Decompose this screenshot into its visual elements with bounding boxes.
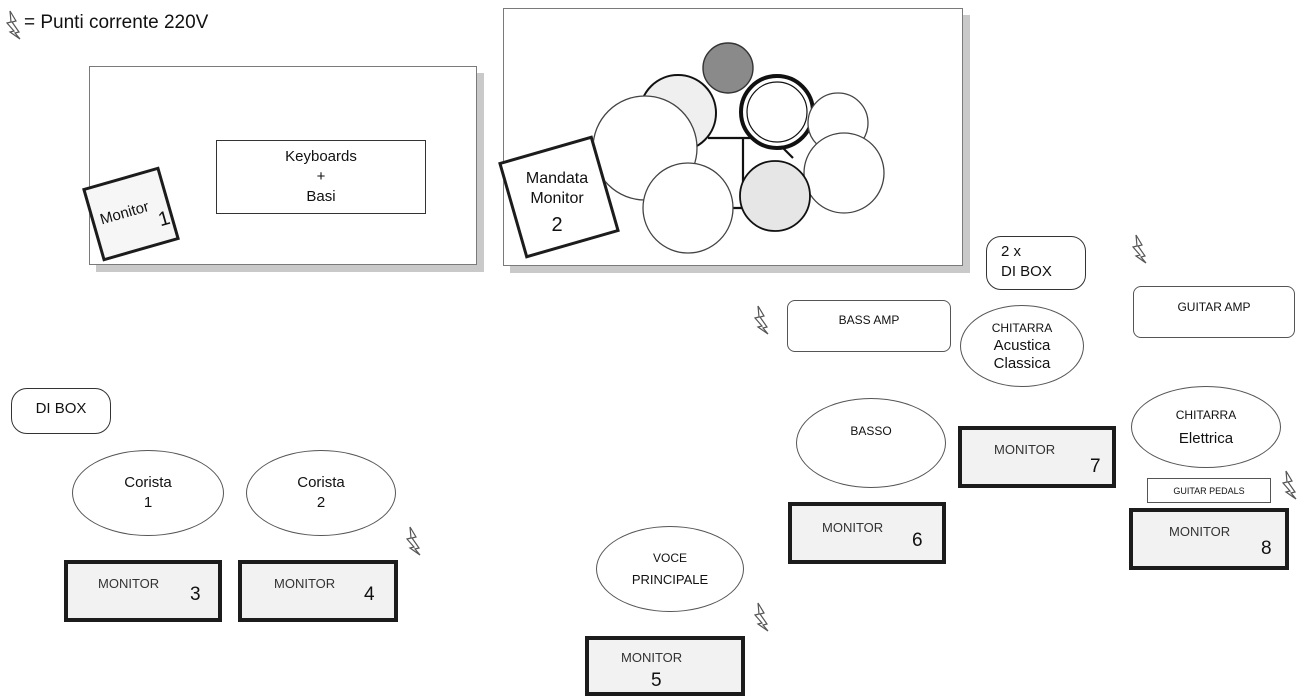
monitor-4-label: MONITOR — [274, 576, 336, 591]
monitor-5-number: 5 — [651, 670, 662, 691]
lightning-bolt-icon — [1281, 470, 1297, 500]
bass-amp-label: BASS AMP — [838, 313, 900, 327]
keyboards-line2: + — [316, 168, 326, 185]
monitor-3-label: MONITOR — [98, 576, 160, 591]
monitor-7-label: MONITOR — [994, 442, 1056, 457]
chitarra-acustica-position: CHITARRA Acustica Classica — [960, 305, 1084, 387]
guitar-amp-label: GUITAR AMP — [1177, 300, 1251, 314]
di-box: DI BOX — [11, 388, 111, 434]
corista-1-line1: Corista — [124, 474, 172, 491]
basso-position: BASSO — [796, 398, 946, 488]
guitar-pedals: GUITAR PEDALS — [1147, 478, 1271, 503]
keyboards-line1: Keyboards — [285, 148, 357, 165]
mandata-line2: Monitor — [530, 190, 584, 207]
chitarra-elettrica-position: CHITARRA Elettrica — [1131, 386, 1281, 468]
guitar-pedals-label: GUITAR PEDALS — [1173, 485, 1245, 496]
keyboards-line3: Basi — [306, 188, 336, 205]
corista-1-position: Corista 1 — [72, 450, 224, 536]
voce-principale-position: VOCE PRINCIPALE — [596, 526, 744, 612]
monitor-8: MONITOR 8 — [1129, 508, 1289, 570]
monitor-6-number: 6 — [912, 530, 923, 551]
corista-2-line2: 2 — [316, 494, 326, 511]
mandata-monitor-text: Mandata Monitor 2 — [512, 162, 602, 242]
voce-line2: PRINCIPALE — [631, 572, 709, 587]
monitor-3: MONITOR 3 — [64, 560, 222, 622]
chitarra-elettrica-line2: Elettrica — [1178, 430, 1234, 447]
lightning-bolt-icon — [753, 305, 769, 335]
legend: = Punti corrente 220V — [0, 8, 320, 40]
monitor-1-label: Monitor — [98, 198, 151, 229]
keyboards-box: Keyboards + Basi — [216, 140, 426, 214]
lightning-bolt-icon — [1131, 234, 1147, 264]
guitar-amp: GUITAR AMP — [1133, 286, 1295, 338]
monitor-6-label: MONITOR — [822, 520, 884, 535]
monitor-7: MONITOR 7 — [958, 426, 1116, 488]
di-box-2x-line2: DI BOX — [1001, 263, 1052, 280]
monitor-7-number: 7 — [1090, 456, 1101, 477]
monitor-8-label: MONITOR — [1169, 524, 1231, 539]
mandata-line1: Mandata — [525, 170, 589, 187]
monitor-6: MONITOR 6 — [788, 502, 946, 564]
basso-label: BASSO — [850, 424, 892, 438]
monitor-3-number: 3 — [190, 584, 201, 605]
lightning-bolt-icon — [753, 602, 769, 632]
chitarra-elettrica-line1: CHITARRA — [1175, 408, 1237, 422]
voce-line1: VOCE — [652, 551, 687, 565]
corista-2-line1: Corista — [297, 474, 345, 491]
corista-2-position: Corista 2 — [246, 450, 396, 536]
chitarra-acustica-line1: CHITARRA — [991, 321, 1053, 335]
lightning-bolt-icon — [5, 10, 21, 40]
corista-1-line2: 1 — [143, 494, 153, 511]
chitarra-acustica-line2: Acustica — [993, 337, 1051, 354]
monitor-8-number: 8 — [1261, 538, 1272, 559]
mandata-number: 2 — [551, 214, 563, 236]
bass-amp: BASS AMP — [787, 300, 951, 352]
drum-kit — [592, 42, 885, 254]
monitor-1-number: 1 — [155, 206, 173, 232]
monitor-5-label: MONITOR — [621, 650, 683, 665]
di-box-2x: 2 x DI BOX — [986, 236, 1086, 290]
di-box-label: DI BOX — [35, 399, 87, 417]
di-box-2x-line1: 2 x — [1001, 243, 1022, 260]
legend-text: = Punti corrente 220V — [24, 12, 209, 33]
monitor-5: MONITOR 5 — [585, 636, 745, 696]
lightning-bolt-icon — [405, 526, 421, 556]
chitarra-acustica-line3: Classica — [993, 355, 1051, 372]
monitor-4-number: 4 — [364, 584, 375, 605]
monitor-4: MONITOR 4 — [238, 560, 398, 622]
